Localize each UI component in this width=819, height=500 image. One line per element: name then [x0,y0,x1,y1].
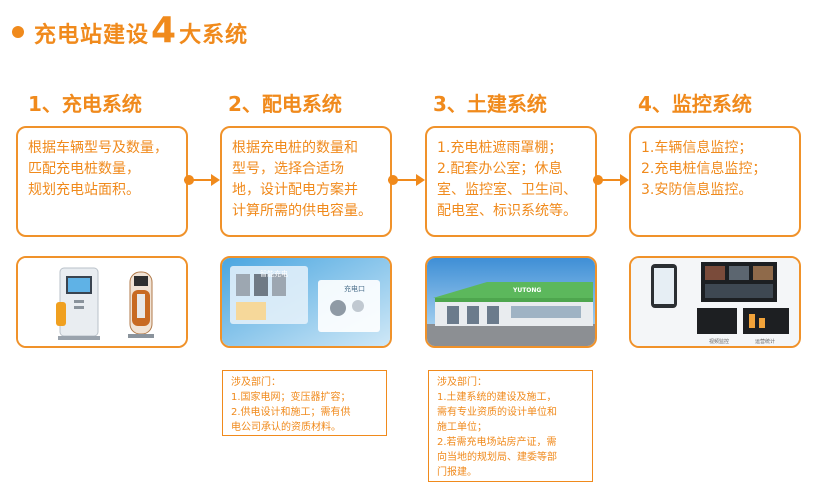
title-bullet [12,26,24,38]
step-4-line: 2.充电桩信息监控； [641,161,767,177]
power-distribution-illustration [222,258,390,346]
step-1-title: 1、充电系统 [28,92,142,116]
image-label: 智能充电 [260,270,288,278]
title-number: 4 [151,9,178,51]
step-1-line: 规划充电站面积。 [28,182,140,198]
step-2-box: 根据充电桩的数量和 型号，选择合适场 地，设计配电方案并 计算所需的供电容量。 [220,126,392,237]
step-3-box: 1.充电桩遮雨罩棚； 2.配套办公室；休息 室、监控室、卫生间、 配电室、标识系… [425,126,597,237]
department-note-construction: 涉及部门： 1.土建系统的建设及施工， 需有专业资质的设计单位和 施工单位； 2… [428,370,593,482]
step-2-line: 型号，选择合适场 [232,161,344,177]
step-1-line: 根据车辆型号及数量， [28,140,168,156]
step-1-box: 根据车辆型号及数量， 匹配充电桩数量， 规划充电站面积。 [16,126,188,237]
step-4-line: 3.安防信息监控。 [641,182,753,198]
monitoring-illustration [631,258,799,346]
arrow-line [184,179,212,181]
department-note-distribution: 涉及部门： 1.国家电网；变压器扩容； 2.供电设计和施工；需有供 电公司承认的… [222,370,387,436]
step-3-line: 2.配套办公室；休息 [437,161,563,177]
step-1-line: 匹配充电桩数量， [28,161,140,177]
note-line: 涉及部门： [231,377,281,388]
arrow-right-icon [416,174,425,186]
step-4-title: 4、监控系统 [638,92,752,116]
building-sign: YUTONG [513,287,542,294]
step-4-box: 1.车辆信息监控； 2.充电桩信息监控； 3.安防信息监控。 [629,126,801,237]
note-line: 1.国家电网；变压器扩容； [231,392,351,403]
page-title: 充电站建设4大系统 [12,12,249,50]
note-line: 1.土建系统的建设及施工， [437,392,557,403]
title-prefix: 充电站建设 [34,22,150,48]
building-illustration [427,258,595,346]
note-line: 2.供电设计和施工；需有供 [231,407,351,418]
step-4-line: 1.车辆信息监控； [641,140,753,156]
arrow-connector-2 [388,174,425,186]
civil-construction-image: YUTONG [425,256,597,348]
note-line: 向当地的规划局、建委等部 [437,452,557,463]
power-distribution-image: 智能充电 充电口 [220,256,392,348]
step-2-title: 2、配电系统 [228,92,342,116]
note-line: 涉及部门： [437,377,487,388]
arrow-connector-3 [593,174,629,186]
step-3-line: 室、监控室、卫生间、 [437,182,577,198]
step-3-line: 1.充电桩遮雨罩棚； [437,140,563,156]
note-line: 电公司承认的资质材料。 [231,422,341,433]
arrow-line [388,179,417,181]
charging-pile-illustration [18,258,186,346]
image-label: 运营统计 [755,339,776,345]
step-3-title: 3、土建系统 [433,92,547,116]
step-2-line: 地，设计配电方案并 [232,182,358,198]
note-line: 需有专业资质的设计单位和 [437,407,557,418]
image-label: 充电口 [344,285,365,293]
image-label: 视频监控 [709,339,730,345]
arrow-right-icon [620,174,629,186]
arrow-right-icon [211,174,220,186]
charging-pile-image [16,256,188,348]
page-title-text: 充电站建设4大系统 [34,12,249,49]
step-2-line: 根据充电桩的数量和 [232,140,358,156]
arrow-line [593,179,621,181]
monitoring-image: 视频监控 运营统计 [629,256,801,348]
arrow-connector-1 [184,174,220,186]
step-3-line: 配电室、标识系统等。 [437,203,577,219]
note-line: 门报建。 [437,467,477,478]
note-line: 施工单位； [437,422,487,433]
note-line: 2.若需充电场站房产证，需 [437,437,557,448]
step-2-line: 计算所需的供电容量。 [232,203,372,219]
title-suffix: 大系统 [179,22,249,48]
